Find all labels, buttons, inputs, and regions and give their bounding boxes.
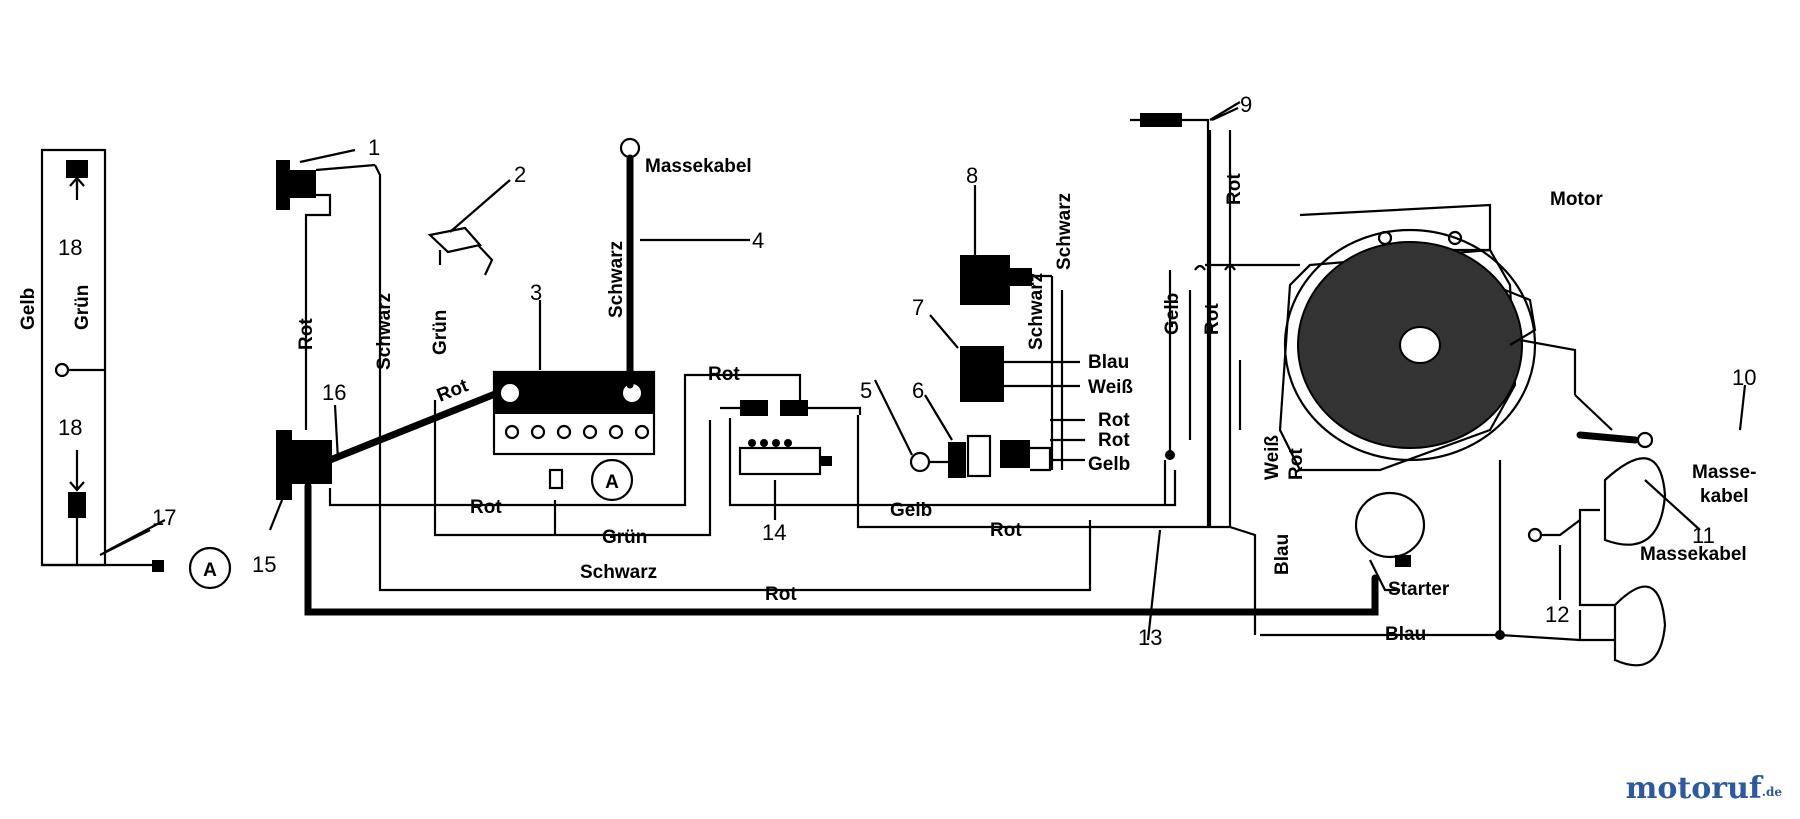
label-gruen-switch: Grün — [430, 310, 451, 355]
label-rot-switch: Rot — [296, 318, 317, 350]
callout-15: 15 — [252, 552, 276, 577]
cable-rot-main — [304, 482, 1379, 616]
label-schwarz-8a: Schwarz — [1026, 273, 1047, 350]
plug-17 — [152, 560, 164, 572]
bulb-18-upper — [66, 160, 88, 178]
connector-a-left — [188, 546, 232, 590]
callout-11: 11 — [1692, 523, 1715, 548]
callout-1: 1 — [368, 135, 380, 160]
label-massekabel-10b: kabel — [1700, 486, 1749, 507]
wire-label-gruen-left: Grün — [72, 285, 93, 330]
callout-18-upper: 18 — [58, 235, 82, 260]
callout-7: 7 — [912, 295, 924, 320]
label-rot-13: Rot — [990, 520, 1022, 541]
label-gelb-vertical: Gelb — [1162, 293, 1183, 335]
ignition-key-5 — [909, 451, 931, 473]
headlight-11 — [1603, 457, 1667, 546]
connector-a-battery — [590, 458, 634, 502]
bulb-18-lower — [68, 492, 86, 518]
label-rot-vertical: Rot — [1202, 303, 1223, 335]
callout-13: 13 — [1138, 625, 1162, 650]
label-rot-mid: Rot — [470, 497, 502, 518]
label-rot-bottom: Rot — [765, 584, 797, 605]
callout-12: 12 — [1545, 602, 1569, 627]
starter-motor — [1354, 491, 1426, 559]
component-7 — [960, 346, 1004, 402]
callout-5: 5 — [860, 378, 872, 403]
spark-plug-9 — [1140, 113, 1182, 127]
headlight-12 — [1613, 585, 1667, 667]
ground-point-left — [54, 362, 70, 378]
callout-8: 8 — [966, 163, 978, 188]
label-blau-vertical: Blau — [1272, 534, 1293, 575]
callout-3: 3 — [530, 280, 542, 305]
label-gelb-mid: Gelb — [890, 500, 932, 521]
label-gelb-6: Gelb — [1088, 454, 1130, 475]
watermark-logo: motoruf.de — [1626, 771, 1782, 806]
component-8 — [960, 255, 1010, 305]
component-14 — [738, 446, 822, 476]
connector-a-left-label: A — [203, 560, 217, 581]
label-schwarz-8b: Schwarz — [1054, 193, 1075, 270]
label-motor: Motor — [1550, 189, 1603, 210]
callout-2: 2 — [514, 162, 526, 187]
label-rot-6b: Rot — [1098, 430, 1130, 451]
label-weiss-vertical: Weiß — [1262, 435, 1283, 480]
wire-label-gelb-left: Gelb — [18, 288, 39, 330]
label-schwarz-bottom: Schwarz — [580, 562, 657, 583]
callout-14: 14 — [762, 520, 786, 545]
wiring-harness: A — [276, 101, 1667, 667]
label-blau-7: Blau — [1088, 352, 1129, 373]
callout-4: 4 — [752, 228, 764, 253]
callout-18-lower: 18 — [58, 415, 82, 440]
label-gruen-mid: Grün — [602, 527, 647, 548]
label-massekabel-10a: Masse- — [1692, 462, 1756, 483]
callout-9: 9 — [1240, 92, 1252, 117]
label-rot-6a: Rot — [1098, 410, 1130, 431]
left-light-strip: A — [40, 148, 232, 590]
label-blau-bottom: Blau — [1385, 624, 1426, 645]
connector-a-battery-label: A — [605, 472, 619, 493]
label-massekabel-11: Massekabel — [1640, 544, 1747, 565]
label-massekabel-top: Massekabel — [645, 156, 752, 177]
callout-arrows — [104, 107, 1747, 641]
component-6 — [966, 434, 992, 478]
watermark-suffix: .de — [1761, 785, 1782, 799]
label-rot-14: Rot — [708, 364, 740, 385]
callout-6: 6 — [912, 378, 924, 403]
engine-flywheel — [1283, 228, 1537, 462]
component-1 — [276, 160, 290, 210]
label-weiss-7: Weiß — [1088, 377, 1133, 398]
callout-17: 17 — [152, 505, 176, 530]
callout-16: 16 — [322, 380, 346, 405]
watermark-text: motoruf — [1625, 771, 1762, 806]
component-15 — [276, 430, 292, 500]
label-schwarz-switch: Schwarz — [374, 293, 395, 370]
label-rot-vertical-2: Rot — [1286, 448, 1307, 480]
label-starter: Starter — [1388, 579, 1450, 600]
label-rot-9: Rot — [1224, 173, 1245, 205]
cable-16 — [326, 386, 509, 464]
label-schwarz-4: Schwarz — [606, 241, 627, 318]
callout-10: 10 — [1732, 365, 1756, 390]
